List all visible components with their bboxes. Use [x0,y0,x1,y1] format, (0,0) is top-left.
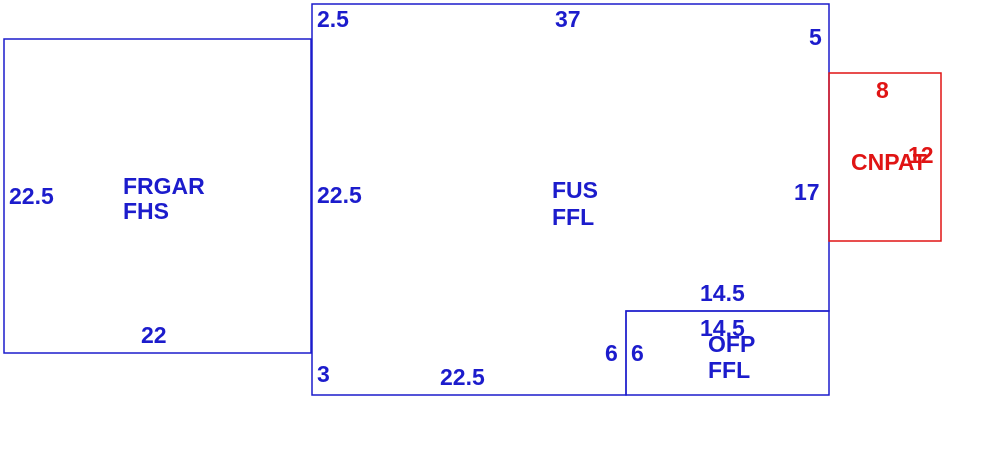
main-notch-dimension: 6 [605,340,618,366]
porch-code-label: OFP [708,331,755,357]
garage-subcode-label: FHS [123,198,169,224]
main-top-left-dimension: 2.5 [317,6,349,32]
canopy-code-label: CNPAT [851,149,927,175]
porch-top-dimension: 14.5 [700,315,745,341]
main-right-dimension: 17 [794,179,820,205]
main-right-lower-dimension: 14.5 [700,280,745,306]
main-top-dimension: 37 [555,6,581,32]
porch-subcode-label: FFL [708,357,750,383]
main-bottom-left-dimension: 3 [317,361,330,387]
garage-bottom-dimension: 22 [141,322,167,348]
main-left-dimension: 22.5 [317,182,362,208]
main-code-label: FUS [552,177,598,203]
garage-outline [3,38,312,354]
main-bottom-dimension: 22.5 [440,364,485,390]
canopy-outline [828,72,942,242]
main-subcode-label: FFL [552,204,594,230]
main-right-top-dimension: 5 [809,24,822,50]
porch-left-dimension: 6 [631,340,644,366]
canopy-right-dimension: 12 [908,142,934,168]
porch-outline [625,310,830,396]
garage-left-dimension: 22.5 [9,183,54,209]
canopy-top-dimension: 8 [876,77,889,103]
garage-code-label: FRGAR [123,173,205,199]
